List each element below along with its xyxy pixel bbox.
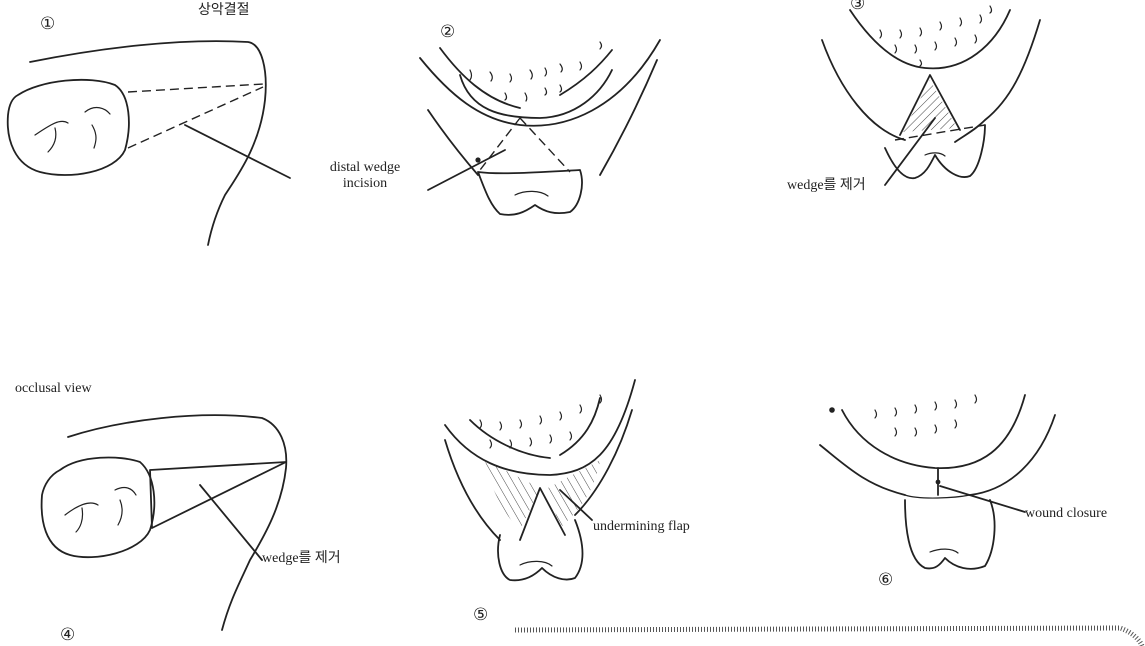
panel-number-2: ② <box>440 22 455 42</box>
panel-number-6: ⑥ <box>878 570 893 590</box>
palatal-rugae-5 <box>480 395 602 448</box>
incision-leader-2 <box>428 150 505 190</box>
palatal-rugae-6 <box>875 395 977 436</box>
incision-leader <box>185 125 290 178</box>
palate-inner <box>440 48 520 108</box>
panel-1-drawing <box>8 41 290 245</box>
panel-number-3: ③ <box>850 0 865 14</box>
incision-line-upper <box>128 84 263 92</box>
closure-leader <box>940 486 1025 512</box>
ridge-outline <box>30 41 266 245</box>
wound-closure-label: wound closure <box>1025 506 1107 522</box>
panel-4-drawing <box>42 415 287 630</box>
molar-outline-4 <box>42 457 155 557</box>
ridge-outline-4 <box>68 415 286 630</box>
panel-number-1: ① <box>40 14 55 34</box>
molar-outline <box>8 80 129 175</box>
flap-side-left <box>428 110 478 175</box>
palatal-rugae <box>470 42 602 101</box>
incision-label: distal wedge incision <box>305 160 425 192</box>
wedge-area-4 <box>150 462 286 528</box>
tooth-crown-5 <box>498 520 582 580</box>
flap-left <box>445 440 500 540</box>
incision-line-lower <box>128 87 263 148</box>
remove-leader-4 <box>200 485 262 560</box>
panel-2-drawing <box>420 40 660 215</box>
flap-left-6 <box>820 445 905 495</box>
incision-left <box>480 118 520 170</box>
tissue-curve <box>460 70 612 118</box>
panel-6-drawing <box>820 395 1055 569</box>
tooth-crown-6 <box>905 500 995 569</box>
panel-number-4: ④ <box>60 625 75 645</box>
wedge-remove-label-4: wedge를 제거 <box>262 551 341 567</box>
undermining-flap-label: undermining flap <box>593 519 690 535</box>
panel-3-drawing <box>822 6 1040 185</box>
molar-groove <box>35 121 68 135</box>
palate-outer-5 <box>445 380 635 475</box>
palate-arch <box>850 10 1010 68</box>
ridge-label: 상악결절 <box>198 3 250 19</box>
wedge-remove-label-3: wedge를 제거 <box>787 178 866 194</box>
panel-5-drawing <box>445 380 635 580</box>
occlusal-view-label: occlusal view <box>15 381 92 397</box>
tooth-crown <box>478 170 582 215</box>
panel-number-5: ⑤ <box>473 605 488 625</box>
decorative-border <box>515 628 1142 646</box>
palatal-rugae-3 <box>880 6 992 66</box>
palate-outer-6 <box>842 395 1025 468</box>
palate-outer <box>420 40 660 126</box>
